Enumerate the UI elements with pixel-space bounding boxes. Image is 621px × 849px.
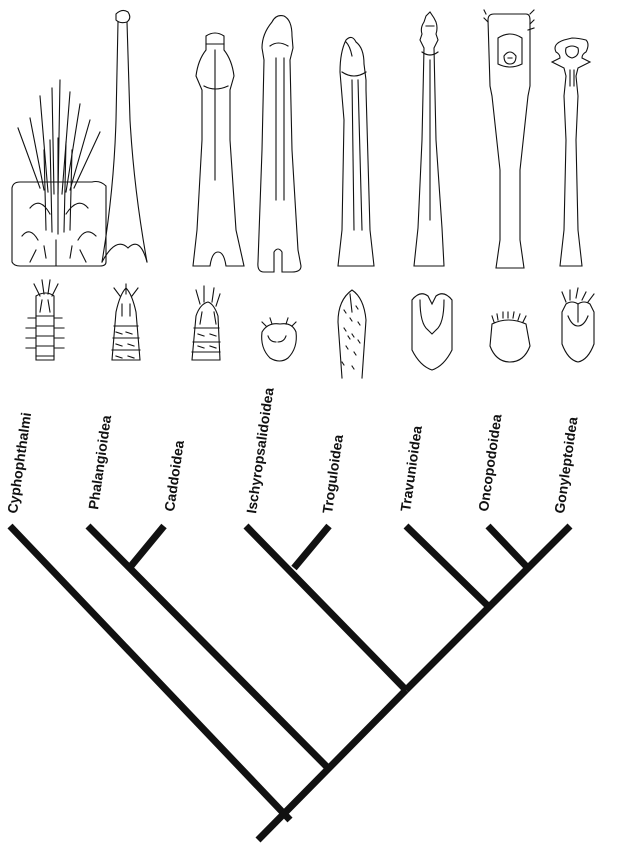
penis-drawing-ischyropsalidoidea <box>258 16 301 272</box>
penis-drawing-caddoidea <box>193 33 244 266</box>
taxon-label-troguloidea: Troguloidea <box>319 433 346 514</box>
ovipositor-drawing-phalangioidea <box>112 284 140 360</box>
taxon-label-caddoidea: Caddoidea <box>161 439 187 512</box>
ovipositor-drawing-cyphophthalmi <box>26 280 64 360</box>
ovipositor-drawing-ischyropsalidoidea <box>262 318 297 361</box>
penis-drawing-troguloidea <box>338 37 374 266</box>
penis-drawing-oncopodoidea <box>484 10 534 268</box>
taxon-label-gonyleptoidea: Gonyleptoidea <box>551 416 580 515</box>
taxon-label-travunioidea: Travunioidea <box>397 424 425 512</box>
branch-caddoidea <box>131 526 164 566</box>
penis-drawing-cyphophthalmi <box>12 80 106 266</box>
penis-drawing-travunioidea <box>414 12 444 266</box>
ovipositor-drawing-caddoidea <box>192 286 220 360</box>
ovipositor-drawing-gonyleptoidea <box>562 288 594 362</box>
taxon-label-cyphophthalmi: Cyphophthalmi <box>4 411 34 514</box>
branch-backbone <box>258 690 406 840</box>
penis-drawings-row <box>12 10 590 272</box>
cladogram <box>10 526 570 840</box>
branch-oncopodoidea <box>488 526 526 566</box>
ovipositor-drawing-travunioidea <box>412 294 452 370</box>
taxon-label-phalangioidea: Phalangioidea <box>85 414 114 510</box>
ovipositor-drawing-oncopodoidea <box>490 312 530 362</box>
branch-ischyropsalidoidea <box>246 526 406 690</box>
taxon-label-ischyropsalidoidea: Ischyropsalidoidea <box>243 386 277 514</box>
branch-cyphophthalmi <box>10 526 290 820</box>
penis-drawing-phalangioidea <box>102 10 147 262</box>
ovipositor-drawings-row <box>26 280 594 378</box>
taxon-labels: Cyphophthalmi Phalangioidea Caddoidea Is… <box>4 386 580 514</box>
penis-drawing-gonyleptoidea <box>552 38 590 266</box>
branch-troguloidea <box>294 526 329 568</box>
branch-travunioidea <box>406 526 488 606</box>
ovipositor-drawing-troguloidea <box>338 290 366 378</box>
taxon-label-oncopodoidea: Oncopodoidea <box>475 413 505 512</box>
